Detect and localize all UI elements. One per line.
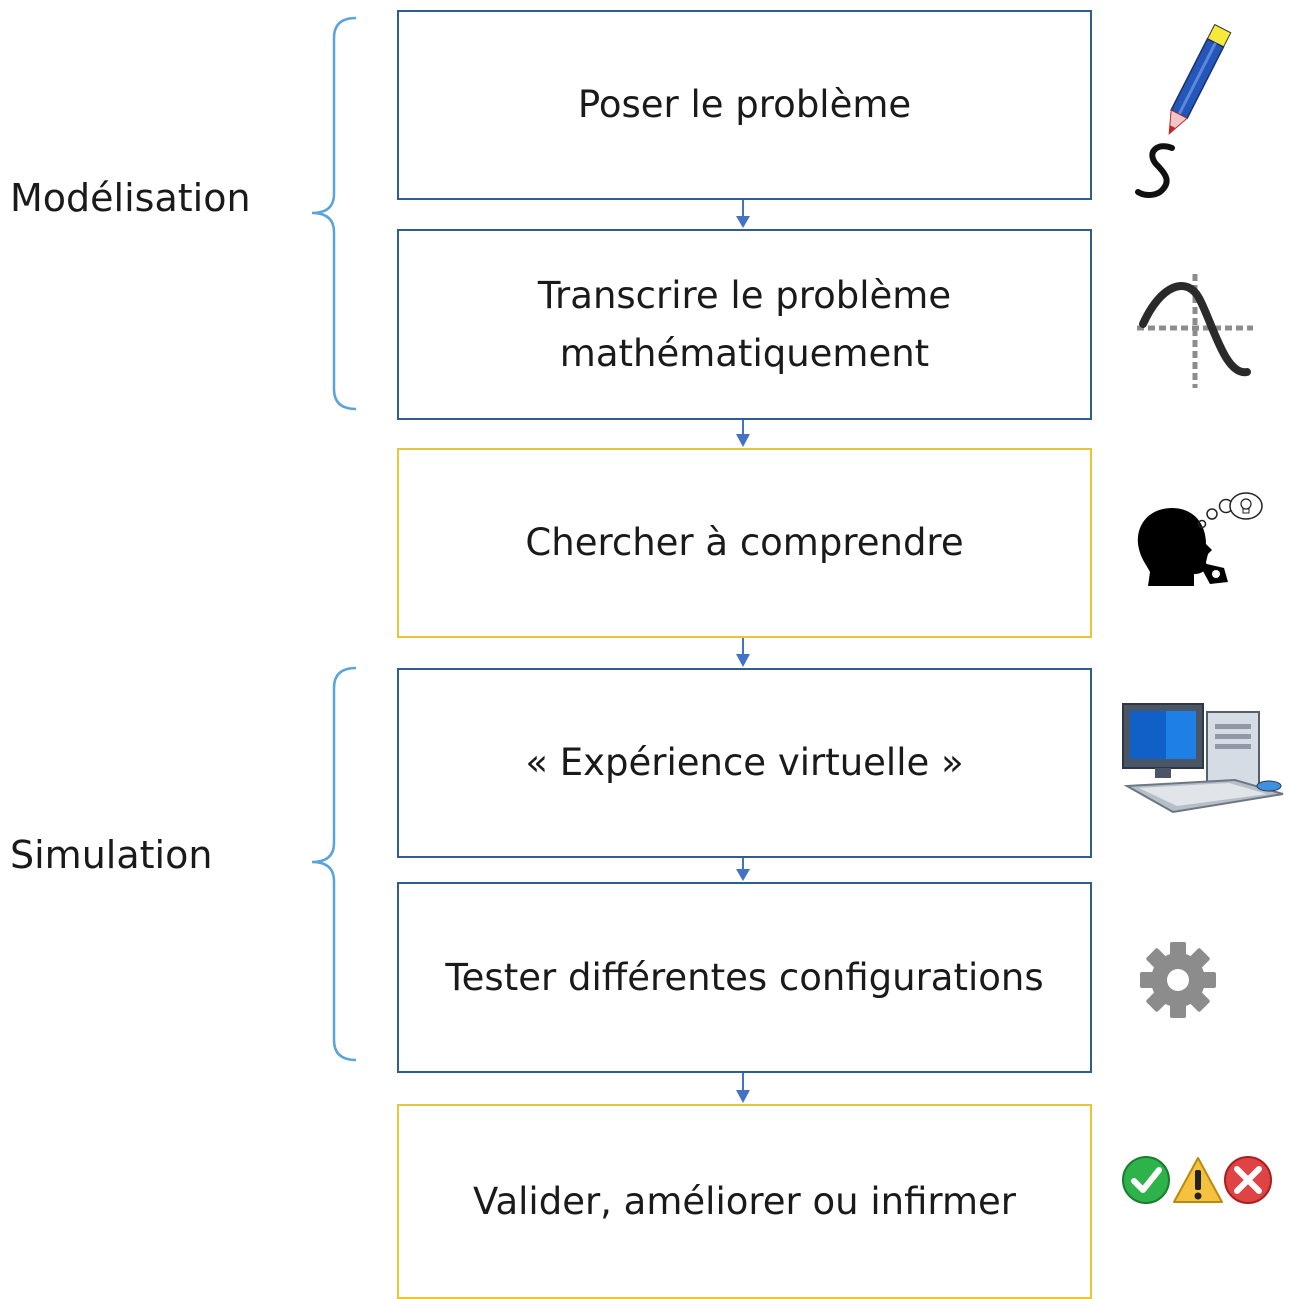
function-graph-icon (1137, 274, 1253, 388)
step-label: Tester différentes configurations (445, 955, 1044, 999)
group-label-simulation: Simulation (10, 833, 213, 877)
step-label-line-1: Transcrire le problème (537, 274, 952, 318)
error-icon (1224, 1156, 1272, 1204)
step-label: Poser le problème (577, 83, 912, 127)
arrow-3-4 (736, 638, 750, 667)
warning-icon (1173, 1157, 1223, 1203)
arrow-4-5 (736, 858, 750, 881)
thinking-person-icon (1137, 492, 1263, 586)
step-label: « Expérience virtuelle » (525, 741, 964, 785)
group-label-modelisation: Modélisation (10, 176, 251, 220)
brace-simulation (311, 666, 357, 1062)
pencil-icon (1135, 23, 1232, 198)
arrow-2-3 (736, 420, 750, 447)
step-label: Valider, améliorer ou infirmer (473, 1179, 1016, 1223)
brace-modelisation (311, 16, 357, 411)
step-box-valider: Valider, améliorer ou infirmer (397, 1104, 1092, 1299)
step-box-experience: « Expérience virtuelle » (397, 668, 1092, 858)
arrow-5-6 (736, 1073, 750, 1103)
gear-icon (1140, 942, 1216, 1018)
step-label: Chercher à comprendre (525, 521, 964, 565)
step-box-chercher: Chercher à comprendre (397, 448, 1092, 638)
computer-icon (1122, 703, 1284, 814)
step-box-poser: Poser le problème (397, 10, 1092, 200)
step-label-line-2: mathématiquement (559, 331, 930, 375)
step-box-transcrire: Transcrire le problème mathématiquement (397, 229, 1092, 420)
step-box-tester: Tester différentes configurations (397, 882, 1092, 1073)
status-icons (1122, 1156, 1272, 1204)
arrow-1-2 (736, 200, 750, 228)
check-icon (1122, 1156, 1170, 1204)
